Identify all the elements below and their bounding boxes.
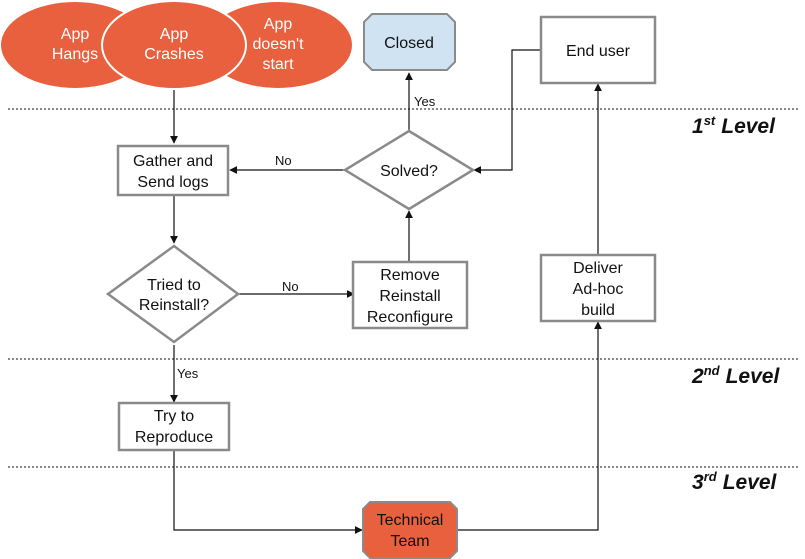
node-end-user: End user — [539, 15, 657, 85]
node-closed: Closed — [363, 13, 456, 71]
edge-label-reinstall-no: No — [282, 279, 299, 294]
edge-label-reinstall-yes: Yes — [177, 366, 199, 381]
edge-label-solved-yes: Yes — [414, 94, 436, 109]
edge-tech-to-deliver — [458, 321, 602, 531]
svg-text:Closed: Closed — [384, 35, 434, 52]
edge-label-solved-no: No — [275, 153, 292, 168]
svg-text:Solved?: Solved? — [380, 163, 438, 180]
node-solved: Solved? — [342, 129, 476, 211]
svg-text:End user: End user — [566, 43, 631, 60]
edge-reproduce-to-tech — [173, 450, 363, 534]
edge-enduser-to-solved — [473, 49, 541, 174]
